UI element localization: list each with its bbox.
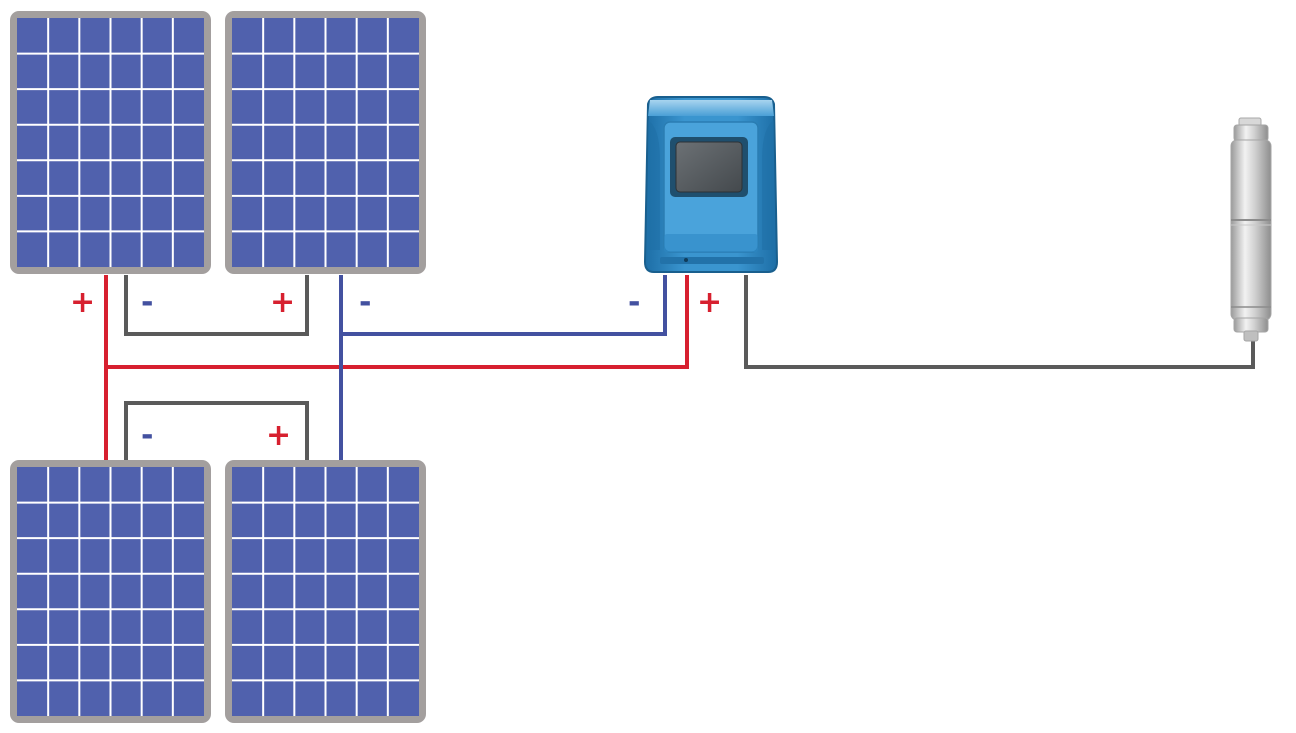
pump-cable [744,275,1255,369]
controller-screen [675,141,743,193]
submersible-pump-icon [1230,117,1272,342]
wiring [104,275,1255,462]
polarity-labels: + - + - - + - + [70,285,722,453]
panel-grid [17,18,204,267]
solar-panel-top-right [225,11,426,274]
panel-grid [17,467,204,716]
bottom-plus-label: + [266,418,291,453]
positive-wire [104,275,689,462]
series-wire-bottom [124,401,309,462]
controller-minus-label: - [628,285,640,320]
top-left-plus-label: + [70,285,95,320]
panel-grid [232,18,419,267]
top-left-minus-label: - [141,285,153,320]
controller-plus-label: + [697,285,722,320]
top-right-plus-label: + [270,285,295,320]
solar-pump-controller-icon [643,96,779,273]
solar-panel-top-left [10,11,211,274]
bottom-minus-label: - [141,418,153,453]
solar-array [10,11,426,723]
negative-wire [339,275,667,462]
panel-grid [232,467,419,716]
series-wire-top [124,275,309,336]
solar-panel-bottom-right [225,460,426,723]
top-right-minus-label: - [359,285,371,320]
solar-panel-bottom-left [10,460,211,723]
